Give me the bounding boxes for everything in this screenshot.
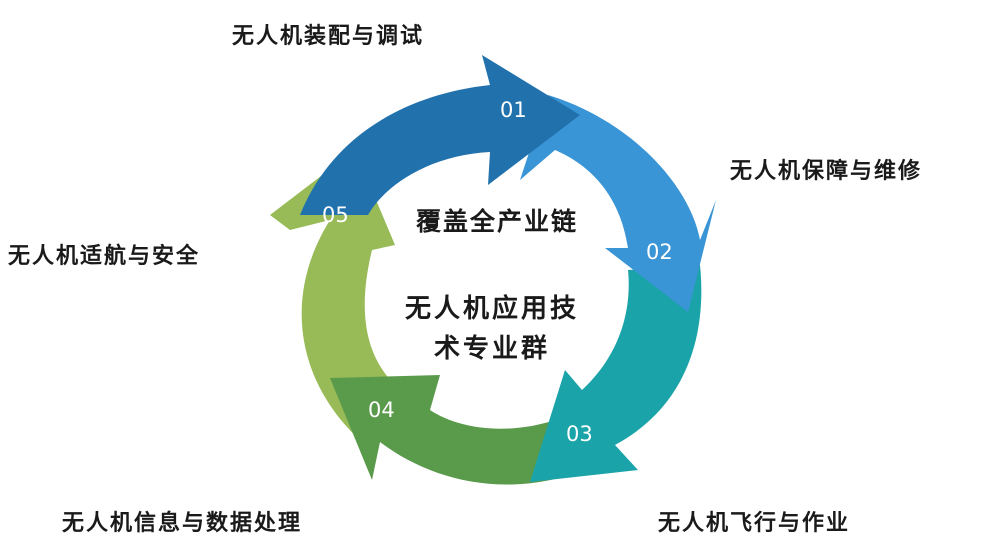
segment-03-arrow: [530, 265, 702, 482]
segment-05-arrow: [270, 150, 395, 440]
center-top-text: 覆盖全产业链: [415, 207, 578, 236]
number-05: 05: [322, 203, 349, 227]
label-04: 无人机信息与数据处理: [62, 511, 303, 536]
segment-02-arrow: [520, 95, 716, 312]
number-01: 01: [500, 98, 527, 122]
label-05: 无人机适航与安全: [8, 244, 201, 269]
center-title-line1: 无人机应用技: [404, 294, 579, 324]
number-03: 03: [566, 422, 593, 446]
number-04: 04: [368, 398, 395, 422]
label-01: 无人机装配与调试: [232, 24, 425, 49]
segment-04-arrow: [330, 375, 585, 485]
label-02: 无人机保障与维修: [730, 159, 923, 184]
label-03: 无人机飞行与作业: [658, 511, 851, 536]
center-title-line2: 术专业群: [433, 334, 550, 364]
number-02: 02: [646, 240, 673, 264]
segment-01-arrow: [300, 55, 580, 215]
